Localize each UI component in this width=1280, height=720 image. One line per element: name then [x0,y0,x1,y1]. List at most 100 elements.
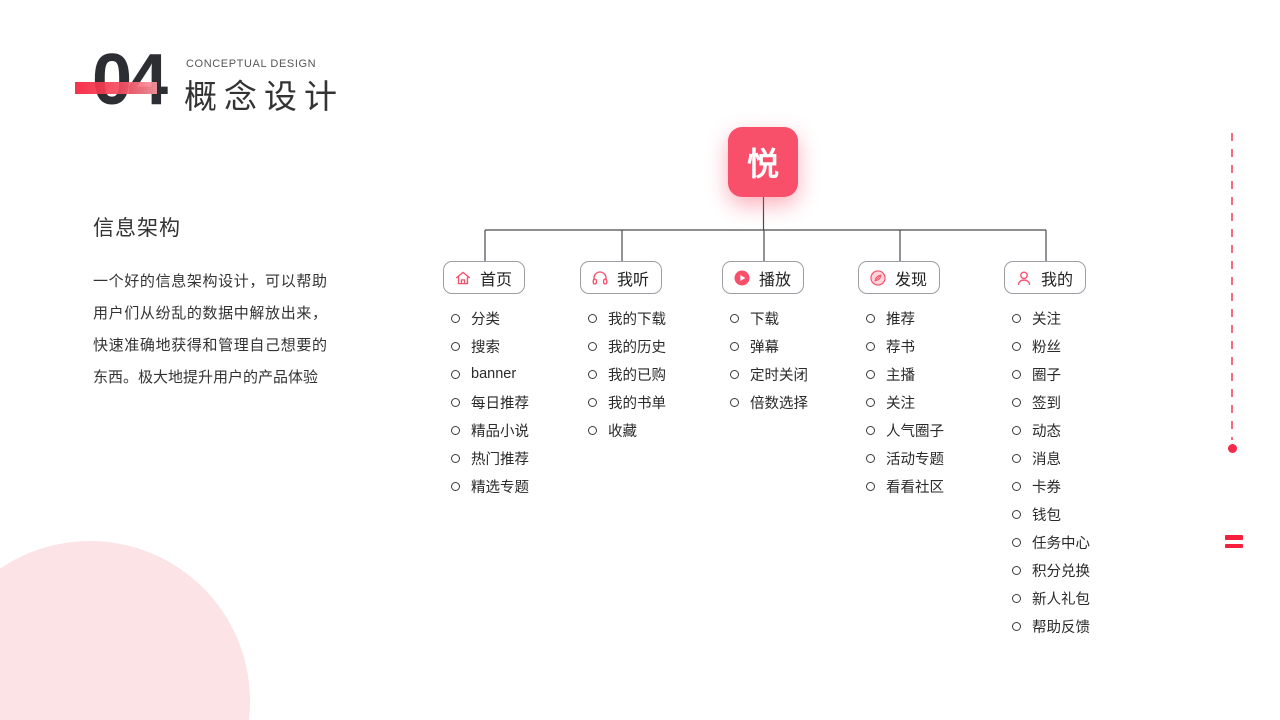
list-item-label: 推荐 [886,311,915,328]
play-icon [733,269,751,287]
list-item: 我的下载 [580,304,700,332]
list-item-label: 定时关闭 [750,367,808,384]
circle-bullet-icon [588,369,597,379]
list-item: 主播 [858,360,978,388]
list-item: 签到 [1004,388,1124,416]
list-item: 看看社区 [858,472,978,500]
list-item: 粉丝 [1004,332,1124,360]
branch-node: 播放 [722,261,805,294]
list-item-label: banner [471,366,517,382]
circle-bullet-icon [866,481,875,491]
list-item-label: 任务中心 [1032,535,1090,552]
equals-icon [1225,535,1243,548]
list-item: 下载 [722,304,842,332]
circle-bullet-icon [1012,509,1021,519]
list-item-label: 热门推荐 [471,451,529,468]
list-item-label: 荐书 [886,339,915,356]
branch-column: 我听我的下载我的历史我的已购我的书单收藏 [580,261,700,444]
section-title: 概念设计 [184,78,344,115]
branch-label: 首页 [480,271,513,289]
branch-label: 我听 [617,271,650,289]
list-item: 任务中心 [1004,528,1124,556]
branch-item-list: 推荐荐书主播关注人气圈子活动专题看看社区 [858,304,978,500]
compass-icon [869,269,887,287]
branch-column: 播放下载弹幕定时关闭倍数选择 [722,261,842,416]
list-item: 帮助反馈 [1004,612,1124,640]
branch-item-list: 我的下载我的历史我的已购我的书单收藏 [580,304,700,444]
list-item: 精品小说 [443,416,563,444]
list-item: 钱包 [1004,500,1124,528]
list-item-label: 我的已购 [608,367,666,384]
branch-column: 我的关注粉丝圈子签到动态消息卡券钱包任务中心积分兑换新人礼包帮助反馈 [1004,261,1124,640]
list-item-label: 我的书单 [608,395,666,412]
list-item-label: 动态 [1032,423,1061,440]
list-item-label: 分类 [471,311,500,328]
list-item-label: 我的下载 [608,311,666,328]
section-eyebrow: CONCEPTUAL DESIGN [186,58,317,70]
branch-label: 发现 [895,271,928,289]
list-item: 我的书单 [580,388,700,416]
list-item-label: 粉丝 [1032,339,1061,356]
circle-bullet-icon [451,369,460,379]
circle-bullet-icon [1012,425,1021,435]
circle-bullet-icon [1012,453,1021,463]
list-item-label: 新人礼包 [1032,591,1090,608]
list-item-label: 消息 [1032,451,1061,468]
branch-label: 我的 [1041,271,1074,289]
list-item: 搜索 [443,332,563,360]
list-item-label: 钱包 [1032,507,1061,524]
user-icon [1015,269,1033,287]
branch-node: 我的 [1004,261,1087,294]
list-item-label: 主播 [886,367,915,384]
circle-bullet-icon [588,397,597,407]
circle-bullet-icon [451,425,460,435]
list-item: 积分兑换 [1004,556,1124,584]
list-item-label: 精品小说 [471,423,529,440]
circle-bullet-icon [1012,397,1021,407]
list-item-label: 倍数选择 [750,395,808,412]
list-item-label: 每日推荐 [471,395,529,412]
circle-bullet-icon [1012,537,1021,547]
list-item: 倍数选择 [722,388,842,416]
circle-bullet-icon [1012,369,1021,379]
list-item-label: 圈子 [1032,367,1061,384]
list-item-label: 卡券 [1032,479,1061,496]
list-item: 热门推荐 [443,444,563,472]
list-item-label: 帮助反馈 [1032,619,1090,636]
home-icon [454,269,472,287]
list-item: 荐书 [858,332,978,360]
circle-bullet-icon [730,313,739,323]
tree-root-node: 悦 [728,127,798,197]
circle-bullet-icon [730,341,739,351]
circle-bullet-icon [588,313,597,323]
list-item-label: 人气圈子 [886,423,944,440]
circle-bullet-icon [588,425,597,435]
list-item-label: 弹幕 [750,339,779,356]
intro-body: 一个好的信息架构设计，可以帮助用户们从纷乱的数据中解放出来，快速准确地获得和管理… [93,273,327,386]
list-item-label: 签到 [1032,395,1061,412]
list-item-label: 我的历史 [608,339,666,356]
list-item: 人气圈子 [858,416,978,444]
list-item: 活动专题 [858,444,978,472]
list-item: 分类 [443,304,563,332]
branch-item-list: 关注粉丝圈子签到动态消息卡券钱包任务中心积分兑换新人礼包帮助反馈 [1004,304,1124,640]
branch-node: 发现 [858,261,941,294]
list-item: 消息 [1004,444,1124,472]
list-item-label: 积分兑换 [1032,563,1090,580]
circle-bullet-icon [866,425,875,435]
tree-root-label: 悦 [746,146,779,182]
branch-column: 发现推荐荐书主播关注人气圈子活动专题看看社区 [858,261,978,500]
list-item: 弹幕 [722,332,842,360]
circle-bullet-icon [451,341,460,351]
list-item-label: 下载 [750,311,779,328]
list-item: 定时关闭 [722,360,842,388]
section-header: 04 CONCEPTUAL DESIGN 概念设计 [0,0,420,130]
list-item: 推荐 [858,304,978,332]
dashed-line-decoration [1231,133,1233,440]
circle-bullet-icon [451,481,460,491]
circle-bullet-icon [866,453,875,463]
list-item: 每日推荐 [443,388,563,416]
circle-bullet-icon [866,341,875,351]
list-item: 我的已购 [580,360,700,388]
circle-bullet-icon [1012,481,1021,491]
